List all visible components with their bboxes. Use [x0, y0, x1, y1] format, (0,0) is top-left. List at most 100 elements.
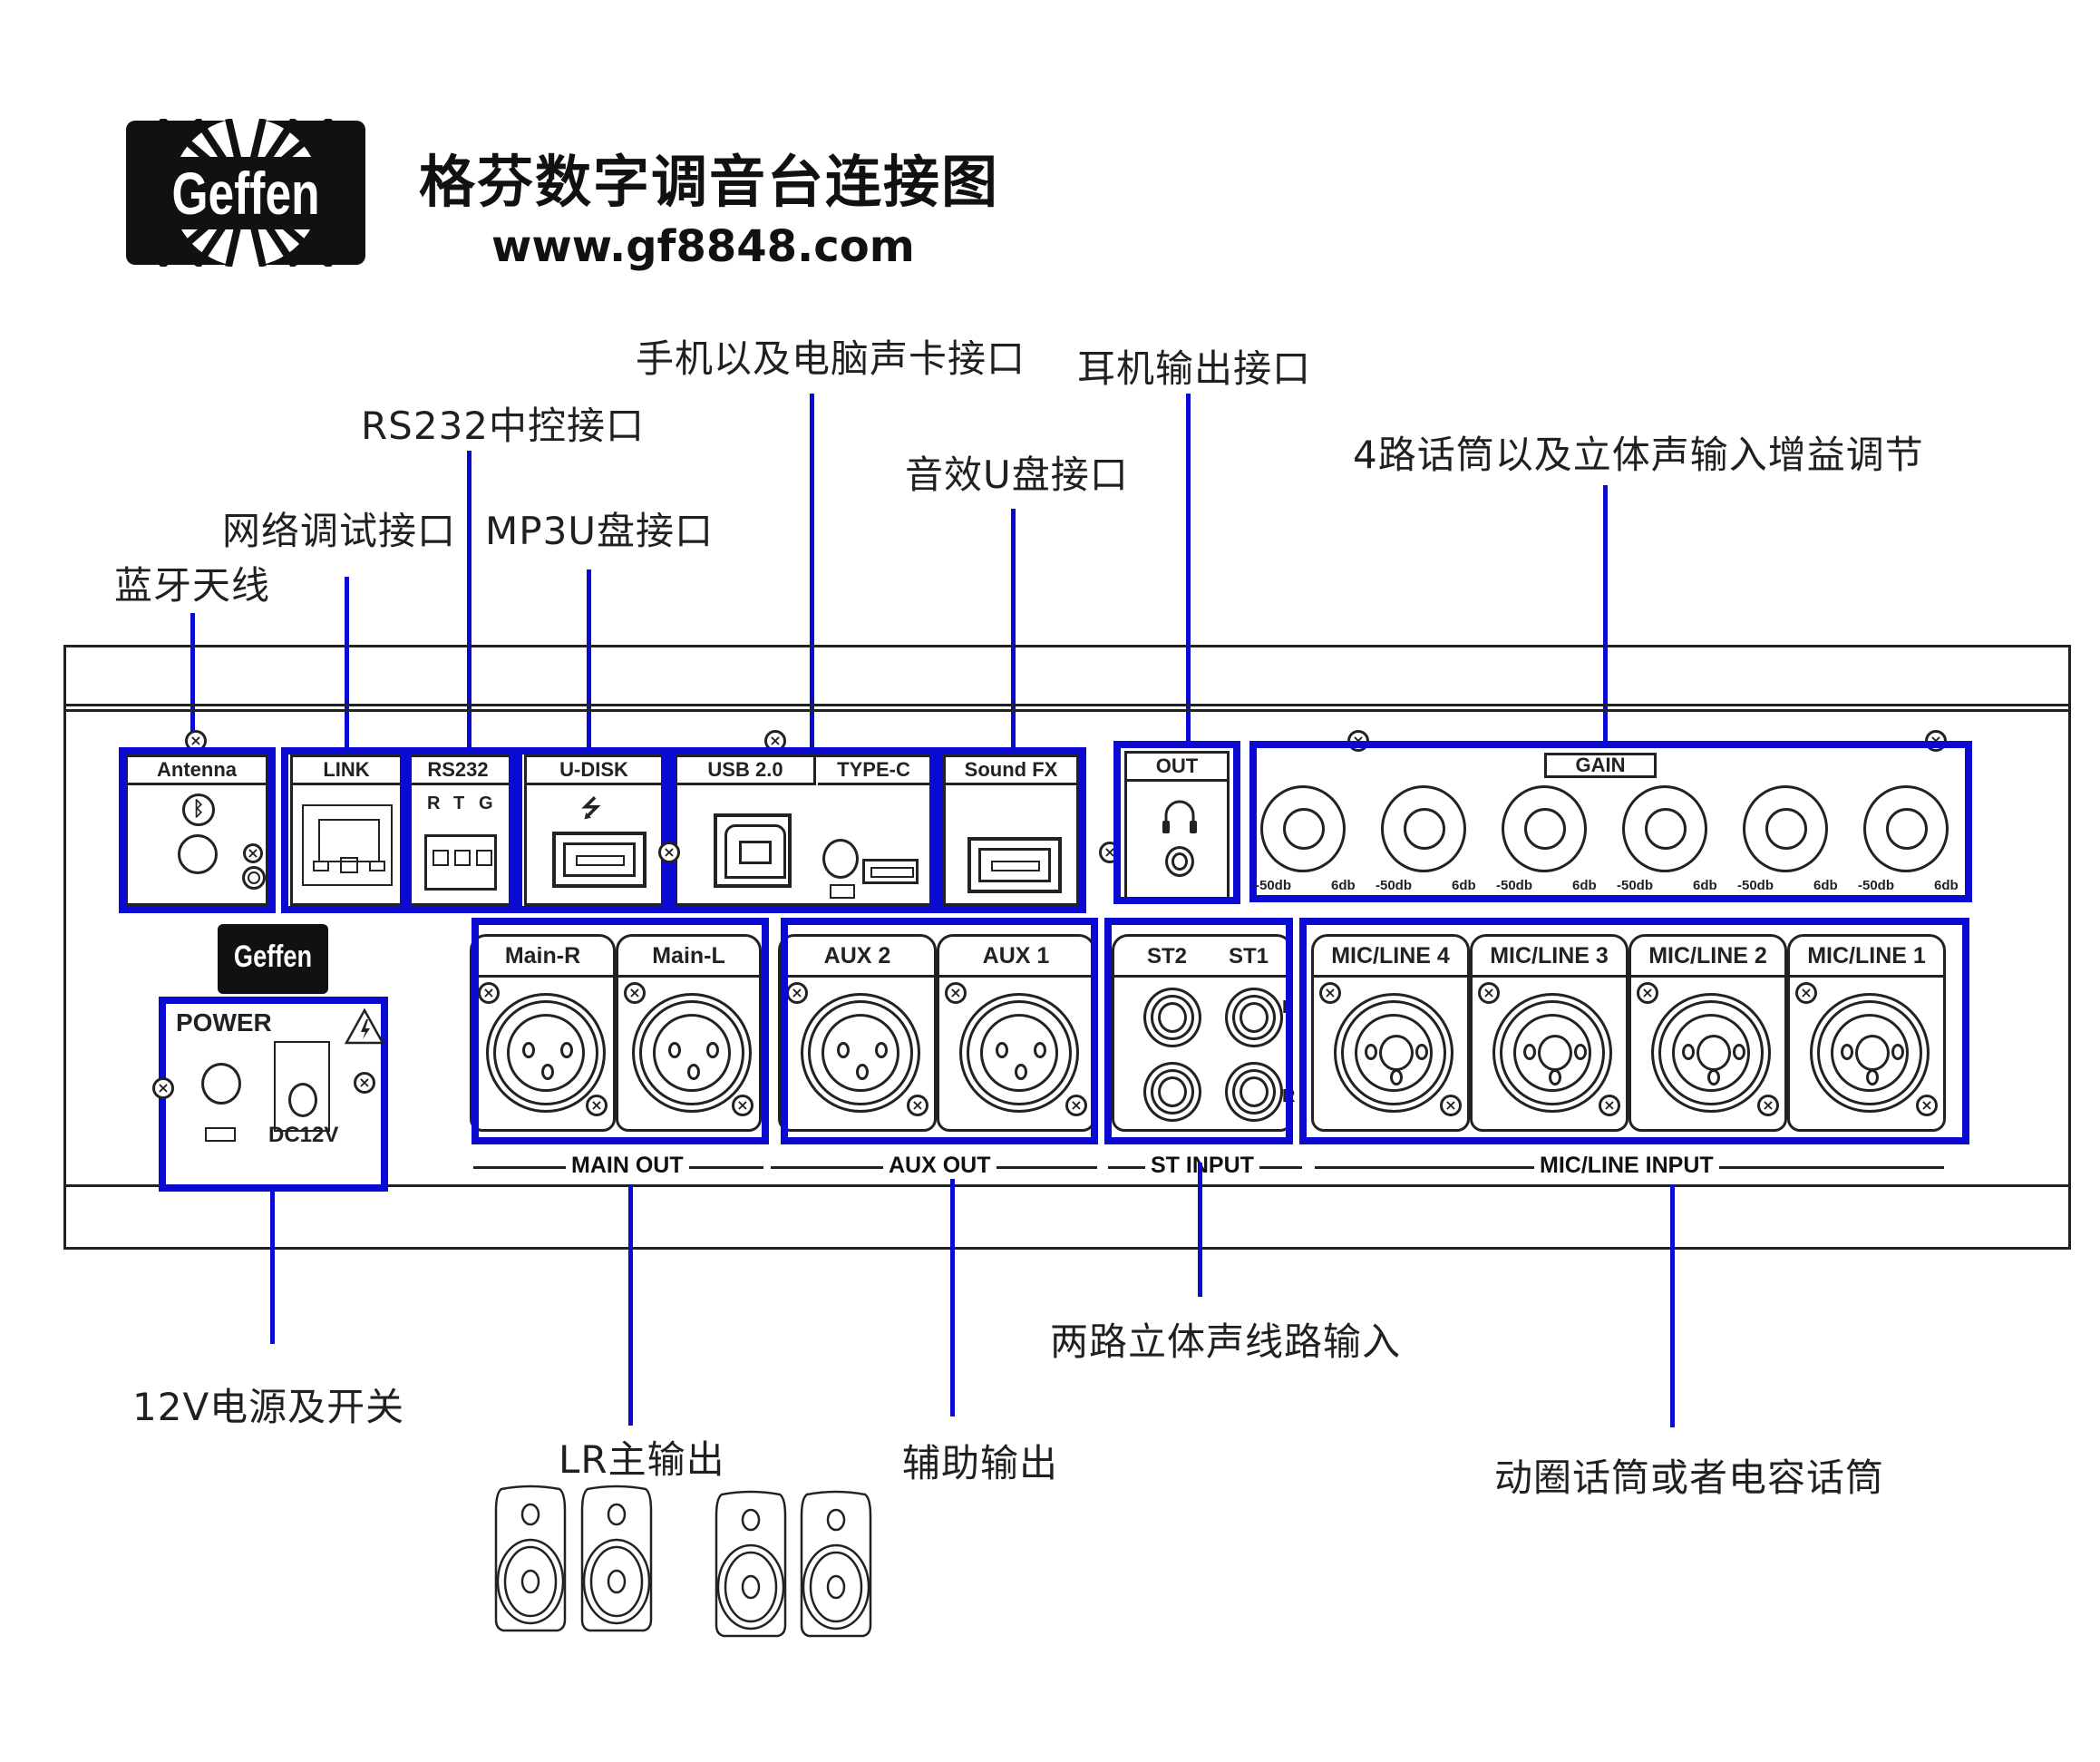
jack-plate: Main-L××: [616, 934, 762, 1132]
jack-plate: MIC/LINE 4××: [1311, 934, 1470, 1132]
ethernet-port-icon[interactable]: [302, 804, 393, 886]
screw-icon: ×: [586, 1095, 608, 1116]
pin-hole: [521, 1042, 535, 1058]
geffen-logo-graphic: [126, 115, 365, 270]
rs232-module: RS232 R T G: [404, 754, 511, 906]
gain-max-label: 6db: [1572, 878, 1597, 893]
rs232-label: RS232: [407, 757, 509, 785]
callout-main-out: LR主输出: [559, 1437, 725, 1482]
dc-jack-housing: [274, 1041, 330, 1132]
gain-max-label: 6db: [1452, 878, 1476, 893]
typec-button[interactable]: [822, 839, 859, 879]
gain-min-label: -50db: [1255, 878, 1292, 893]
screw-icon: ×: [907, 1095, 928, 1116]
screw-icon: ×: [1599, 1095, 1620, 1116]
xlr-jack[interactable]: [485, 993, 606, 1113]
highlight-aux_out: [781, 918, 1098, 1144]
gain-knob[interactable]: [1743, 785, 1828, 872]
leader-rs232: [467, 451, 472, 750]
screw-icon: ×: [354, 1072, 375, 1094]
main-speaker-icon: [494, 1484, 567, 1636]
jack-inner-ring: [506, 1014, 585, 1092]
button-symbol-icon: [830, 884, 855, 899]
udisk-label: U-DISK: [527, 757, 661, 785]
typec-port[interactable]: [862, 859, 919, 884]
screw-icon: ×: [945, 982, 967, 1004]
usb-b-port[interactable]: [714, 813, 792, 888]
gain-knob-cap: [1765, 808, 1807, 850]
combo-xlr-jack[interactable]: [1492, 993, 1612, 1113]
screw-icon: ×: [732, 1095, 753, 1116]
gain-label: GAIN: [1575, 754, 1626, 776]
highlight-gain: [1249, 741, 1972, 902]
combo-xlr-jack[interactable]: [1650, 993, 1771, 1113]
small-geffen-logo: Geffen: [218, 924, 328, 994]
rca-jack[interactable]: [1143, 988, 1201, 1047]
gain-label-box: GAIN: [1544, 753, 1657, 778]
callout-bluetooth-antenna: 蓝牙天线: [114, 563, 271, 608]
typec-label: TYPE-C: [818, 757, 929, 785]
screw-icon: ×: [658, 842, 680, 863]
gain-knob[interactable]: [1260, 785, 1346, 872]
usb-a-port[interactable]: [552, 832, 647, 888]
terminal-block-connector[interactable]: [424, 834, 497, 891]
gain-max-label: 6db: [1331, 878, 1356, 893]
page-title: 格芬数字调音台连接图: [419, 149, 1000, 215]
antenna-connector[interactable]: [178, 834, 218, 874]
rca-jack[interactable]: [1225, 988, 1283, 1047]
dc12v-jack[interactable]: [288, 1083, 317, 1117]
pin-hole: [705, 1042, 719, 1058]
screw-icon: ×: [1319, 982, 1341, 1004]
callout-power: 12V电源及开关: [132, 1385, 405, 1429]
jack-inner-ring: [1830, 1014, 1909, 1092]
highlight-mic_input: [1299, 918, 1969, 1144]
leader-link: [345, 577, 349, 749]
highlight-headphone: [1113, 741, 1240, 904]
pin-hole: [1891, 1044, 1904, 1060]
gain-max-label: 6db: [1934, 878, 1959, 893]
rca-jack[interactable]: [1143, 1062, 1201, 1122]
gain-min-label: -50db: [1376, 878, 1413, 893]
mixer-chassis: [63, 645, 2071, 1250]
leader-bluetooth: [190, 613, 195, 749]
jack-label: MIC/LINE 2: [1631, 937, 1784, 978]
power-switch[interactable]: [201, 1063, 241, 1105]
rca-jack[interactable]: [1225, 1062, 1283, 1122]
usb-icon: ⭍: [581, 795, 601, 823]
screw-icon: ×: [1757, 1095, 1779, 1116]
soundfx-usb-a-port[interactable]: [967, 837, 1062, 893]
leader-usb-typec: [810, 394, 814, 749]
callout-gain-adjust: 4路话筒以及立体声输入增益调节: [1353, 433, 1924, 477]
st1-label: ST1: [1229, 944, 1269, 969]
highlight-st_input: [1104, 918, 1293, 1144]
pin-hole: [559, 1042, 573, 1058]
highlight-soundfx: [936, 747, 1086, 913]
screw-icon: ×: [1916, 1095, 1938, 1116]
leader-gain: [1603, 485, 1608, 743]
headphone-jack[interactable]: [1165, 846, 1194, 877]
jack-plate: Main-R××: [470, 934, 616, 1132]
gain-knob[interactable]: [1502, 785, 1587, 872]
chassis-top-rail-1: [63, 704, 2071, 706]
mic-input-group-label: MIC/LINE INPUT: [1534, 1153, 1719, 1179]
gain-knob[interactable]: [1622, 785, 1707, 872]
screw-icon: ×: [1440, 1095, 1462, 1116]
xlr-jack[interactable]: [800, 993, 920, 1113]
jack-inner-ring: [652, 1014, 731, 1092]
gain-knob-cap: [1524, 808, 1566, 850]
pin-hole: [667, 1042, 681, 1058]
bluetooth-icon: ᛒ: [182, 793, 215, 826]
combo-xlr-jack[interactable]: [1809, 993, 1930, 1113]
website-url: www.gf8848.com: [491, 221, 915, 272]
power-switch-symbol-icon: [205, 1127, 236, 1142]
pin-hole: [1681, 1044, 1695, 1060]
gain-knob[interactable]: [1863, 785, 1949, 872]
gain-knob[interactable]: [1381, 785, 1466, 872]
gain-min-label: -50db: [1496, 878, 1533, 893]
jack-inner-ring: [1512, 1014, 1591, 1092]
jack-label: Main-L: [618, 937, 759, 978]
combo-xlr-jack[interactable]: [1333, 993, 1453, 1113]
xlr-jack[interactable]: [958, 993, 1079, 1113]
xlr-jack[interactable]: [631, 993, 752, 1113]
screw-icon: ×: [1795, 982, 1817, 1004]
